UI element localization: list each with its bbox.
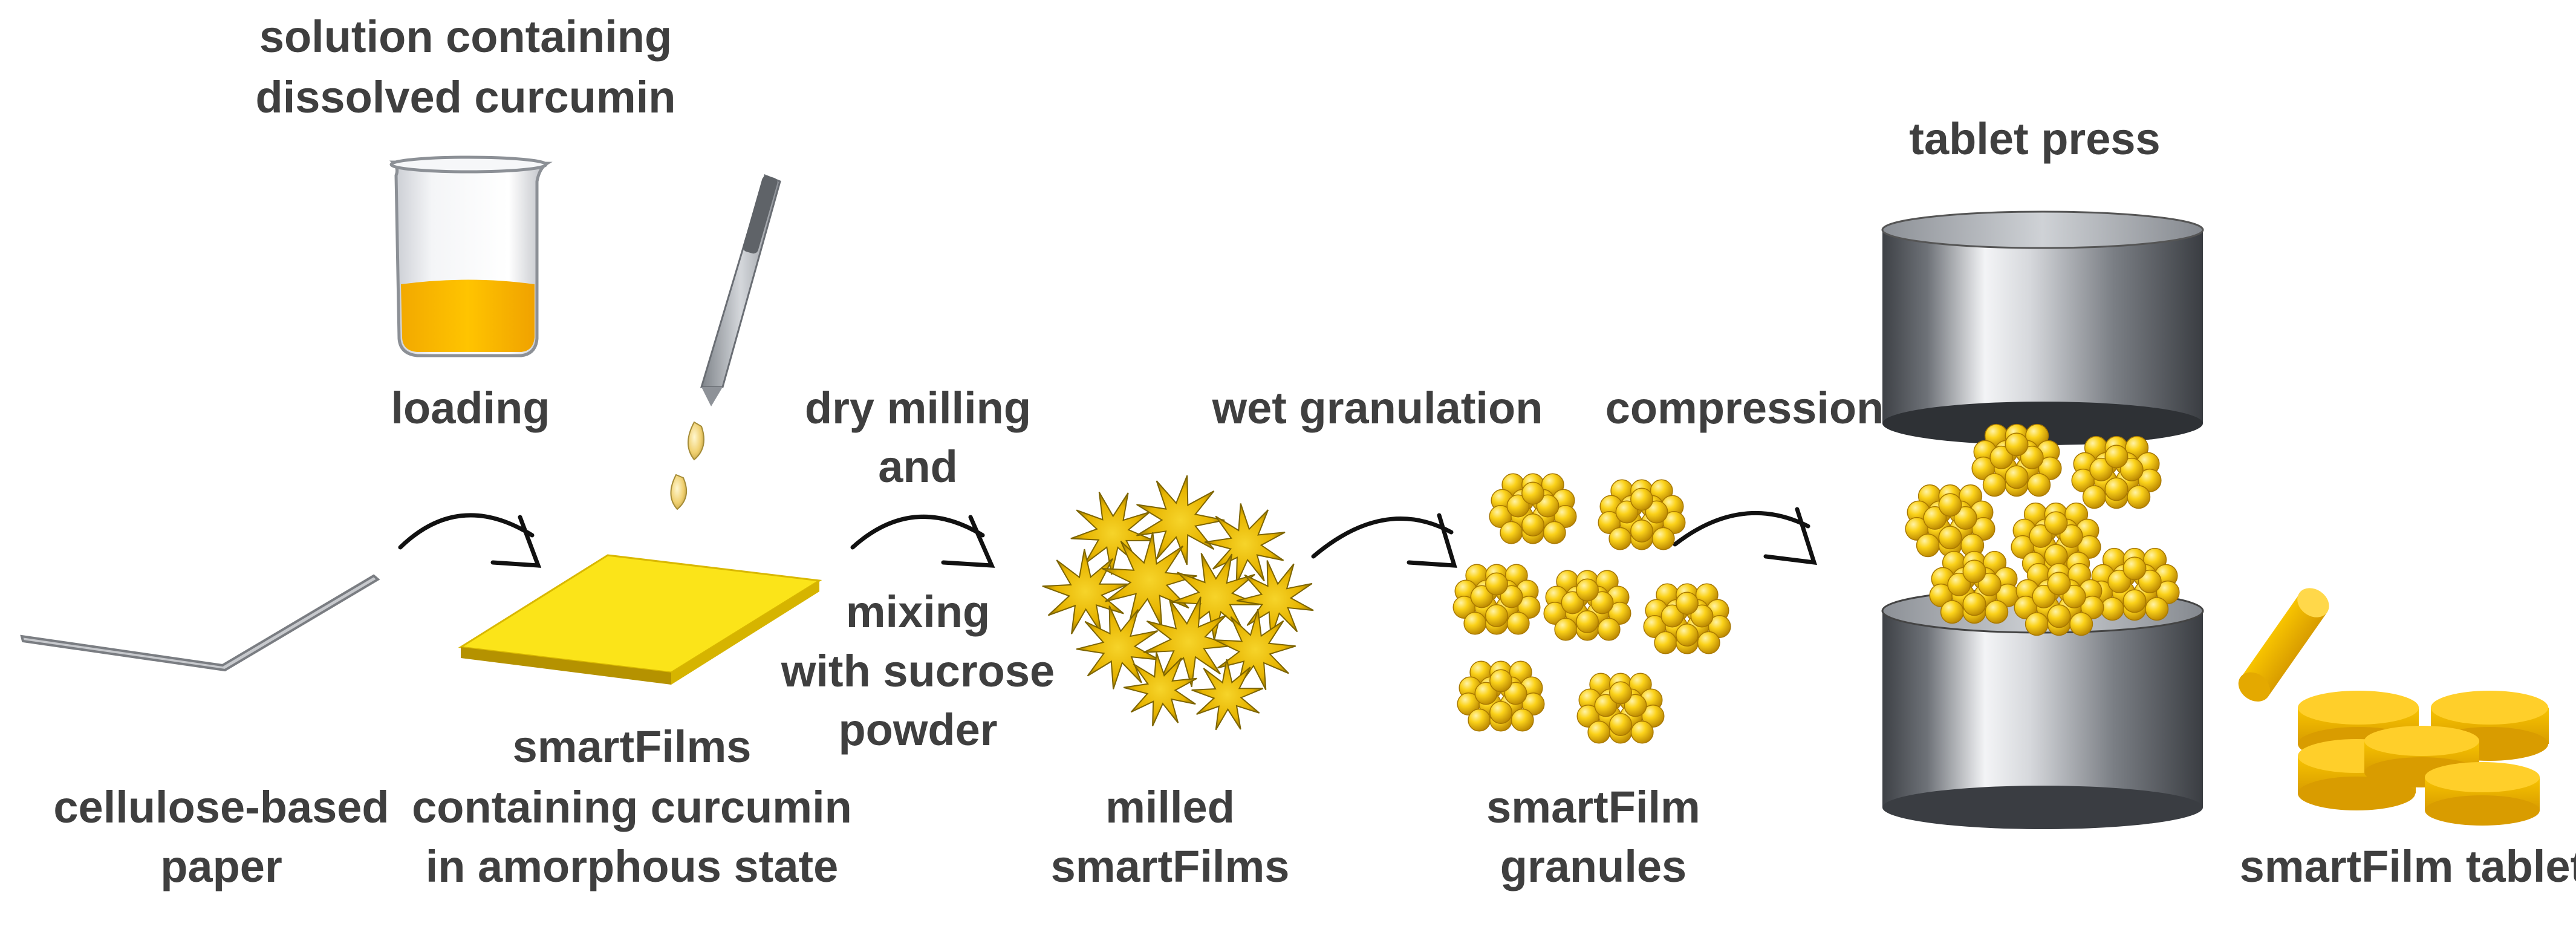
tablet-icon	[2425, 762, 2540, 826]
granule-icon	[1452, 564, 1541, 635]
smartfilm-sheet-icon	[458, 554, 822, 685]
tablet-stack-icon	[2238, 588, 2549, 826]
tablets-label: smartFilm tablets	[2240, 841, 2576, 891]
granules-label: smartFilm granules	[1486, 782, 1700, 891]
milled-label: milled smartFilms	[1051, 782, 1290, 891]
arrow-icon	[850, 514, 985, 550]
smartfilms-label-line-3: in amorphous state	[426, 841, 839, 891]
milled-label-line-2: smartFilms	[1051, 841, 1290, 891]
granules-label-line-2: granules	[1500, 841, 1686, 891]
granule-icon	[1905, 484, 1995, 558]
milled-particle-icon	[1076, 605, 1160, 689]
milled-particle-icon	[1204, 503, 1286, 585]
granule-icon	[1576, 673, 1665, 744]
milled-particle-icon	[1042, 549, 1128, 634]
dry-milling-label-line-1: dry milling	[805, 383, 1031, 433]
tablet-press-icon	[1881, 210, 2204, 829]
smartfilms-label-line-1: smartFilms	[513, 722, 752, 772]
milled-particle-icon	[1070, 492, 1154, 575]
tablet-icon	[2238, 588, 2329, 702]
loading-label: loading	[391, 383, 550, 433]
press-granule-icons	[1905, 423, 2180, 636]
granule-icon	[1489, 473, 1577, 544]
dry-milling-label-line-2: and	[878, 442, 958, 492]
solution-label-line-1: solution containing	[259, 11, 672, 62]
dry-milling-label: dry milling and mixing with sucrose powd…	[781, 383, 1055, 755]
droplet-icon	[670, 474, 688, 510]
wet-granulation-label: wet granulation	[1212, 383, 1543, 433]
arrowhead-icon	[490, 515, 542, 568]
paper-label-line-2: paper	[160, 841, 282, 891]
arrowhead-icon	[1763, 507, 1817, 565]
smartfilms-label: smartFilms containing curcumin in amorph…	[412, 722, 852, 891]
granule-icon	[1643, 583, 1731, 654]
granule-icon	[1543, 570, 1631, 641]
dry-milling-label-line-5: powder	[838, 705, 997, 755]
milled-particle-icon	[1123, 652, 1197, 726]
milled-particle-icon	[1143, 596, 1234, 688]
tablet-press-label: tablet press	[1909, 114, 2160, 164]
beaker-icon	[389, 155, 553, 357]
granule-icon	[2011, 502, 2101, 576]
pipette-icon	[700, 174, 781, 406]
milled-particle-icon	[1191, 659, 1264, 731]
dry-milling-label-line-3: mixing	[846, 587, 990, 637]
granule-icon	[2089, 547, 2180, 621]
paper-sheet-icon	[20, 574, 380, 672]
milled-label-line-1: milled	[1105, 782, 1235, 832]
solution-label: solution containing dissolved curcumin	[256, 11, 676, 122]
arrowhead-icon	[1407, 513, 1457, 568]
granule-icon	[1971, 423, 2062, 497]
paper-label-line-1: cellulose-based	[53, 782, 389, 832]
granule-icons	[1452, 473, 1731, 744]
compression-label: compression	[1605, 383, 1884, 433]
milled-smartfilm-cluster-icon	[1042, 475, 1314, 731]
solution-label-line-2: dissolved curcumin	[256, 72, 676, 122]
milled-particle-icon	[1214, 608, 1296, 690]
granule-icon	[1929, 550, 2020, 624]
smartfilms-label-line-2: containing curcumin	[412, 782, 852, 832]
dry-milling-label-line-4: with sucrose	[781, 646, 1055, 696]
granule-icon	[2014, 562, 2104, 636]
upper-punch-icon	[1881, 210, 2204, 445]
arrowhead-icon	[941, 515, 995, 568]
granules-label-line-1: smartFilm	[1486, 782, 1700, 832]
milled-particle-icon	[1102, 532, 1197, 628]
milled-particle-icon	[1136, 475, 1225, 565]
granule-icon	[1598, 479, 1686, 550]
granule-icon	[2071, 435, 2162, 509]
granule-icon	[1457, 660, 1545, 732]
droplet-icon	[688, 421, 704, 461]
droplet-icons	[670, 421, 704, 510]
paper-label: cellulose-based paper	[53, 782, 389, 891]
arrow-icon	[398, 513, 535, 550]
arrow-icon	[1673, 510, 1810, 547]
arrow-icon	[1311, 517, 1454, 559]
arrow-icons	[398, 507, 1817, 568]
